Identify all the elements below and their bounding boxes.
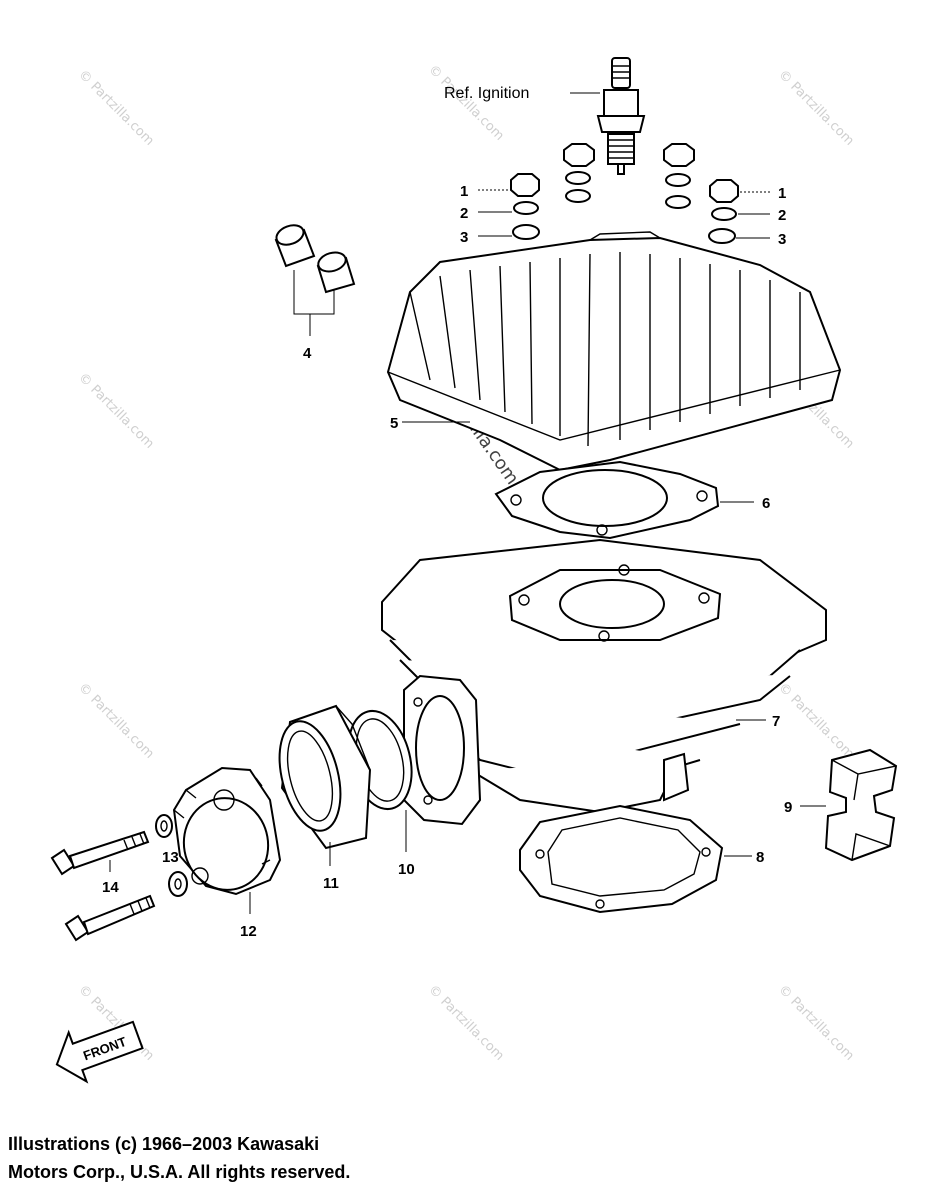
watermark: © Partzilla.com: [775, 680, 857, 762]
watermark: © Partzilla.com: [75, 67, 157, 149]
callout-7: 7: [772, 713, 780, 730]
callout-4: 4: [303, 345, 312, 362]
watermark: © Partzilla.com: [425, 62, 507, 144]
watermark: © Partzilla.com: [775, 67, 857, 149]
callout-5: 5: [390, 415, 398, 432]
bolts-14: [50, 830, 156, 942]
intake-sleeve: [278, 704, 372, 850]
watermark: © Partzilla.com: [75, 680, 157, 762]
callout-3-left: 3: [460, 229, 468, 246]
callout-9: 9: [784, 799, 792, 816]
callout-1-right: 1: [778, 185, 786, 202]
callout-8: 8: [756, 849, 764, 866]
washers-13: [155, 814, 188, 897]
cylinder: [381, 538, 827, 826]
watermark: © Partzilla.com: [75, 370, 157, 452]
ref-ignition-label: Ref. Ignition: [444, 85, 529, 102]
copyright-notice: Illustrations (c) 1966–2003 Kawasaki Mot…: [8, 1130, 350, 1186]
copyright-line-2: Motors Corp., U.S.A. All rights reserved…: [8, 1162, 351, 1182]
callout-2-left: 2: [460, 205, 468, 222]
dowel-pins: [274, 224, 356, 294]
callout-11: 11: [323, 875, 339, 892]
watermark: © Partzilla.com: [425, 982, 507, 1064]
nuts-washers-center: [563, 143, 695, 209]
callout-13: 13: [162, 849, 179, 866]
base-gasket: [519, 804, 724, 914]
callout-10: 10: [398, 861, 415, 878]
rubber-block: [824, 748, 898, 862]
head-gasket: [494, 460, 720, 540]
nut-washer-stack-right: [708, 179, 739, 244]
nut-washer-stack-left: [510, 173, 540, 240]
callout-3-right: 3: [778, 231, 786, 248]
callout-2-right: 2: [778, 207, 786, 224]
watermark: © Partzilla.com: [775, 982, 857, 1064]
copyright-line-1: Illustrations (c) 1966–2003 Kawasaki: [8, 1134, 320, 1154]
callout-6: 6: [762, 495, 770, 512]
intake-manifold: [172, 766, 282, 896]
callout-12: 12: [240, 923, 257, 940]
front-arrow: FRONT: [55, 1020, 144, 1084]
callout-1-left: 1: [460, 183, 468, 200]
cylinder-head: [386, 231, 842, 472]
spark-plug: [596, 57, 646, 175]
callout-14: 14: [102, 879, 119, 896]
